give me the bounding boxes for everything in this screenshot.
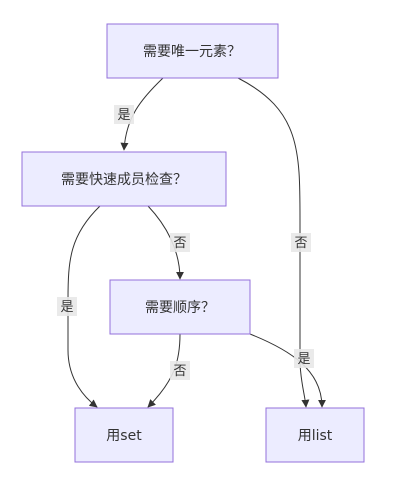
node-need-unique: 需要唯一元素？ bbox=[106, 23, 279, 79]
edge-label-text: 否 bbox=[173, 236, 186, 251]
edge-label-text: 否 bbox=[173, 364, 186, 379]
edge-order-to-list bbox=[249, 333, 326, 408]
node-label: 需要快速成员检查？ bbox=[61, 172, 187, 188]
node-use-list: 用list bbox=[265, 407, 365, 463]
node-use-set: 用set bbox=[74, 407, 174, 463]
edge-label-fast-no: 否 bbox=[170, 233, 190, 252]
node-label: 用list bbox=[298, 428, 333, 444]
edge-label-text: 是 bbox=[60, 300, 73, 315]
edge-label-unique-yes: 是 bbox=[114, 105, 134, 124]
node-label: 需要顺序？ bbox=[145, 300, 215, 316]
edge-unique-to-list bbox=[237, 77, 310, 408]
edge-label-text: 否 bbox=[294, 236, 307, 251]
node-need-fast-check: 需要快速成员检查？ bbox=[21, 151, 227, 207]
edge-label-unique-no: 否 bbox=[291, 233, 311, 252]
edge-label-order-yes: 是 bbox=[294, 349, 314, 368]
edge-label-order-no: 否 bbox=[170, 361, 190, 380]
edge-unique-to-fastcheck bbox=[120, 77, 164, 151]
edge-label-fast-yes: 是 bbox=[57, 297, 77, 316]
node-label: 用set bbox=[106, 428, 142, 444]
node-need-order: 需要顺序？ bbox=[109, 279, 251, 335]
edge-label-text: 是 bbox=[117, 108, 130, 123]
edge-label-text: 是 bbox=[297, 352, 310, 367]
node-label: 需要唯一元素？ bbox=[143, 44, 241, 60]
